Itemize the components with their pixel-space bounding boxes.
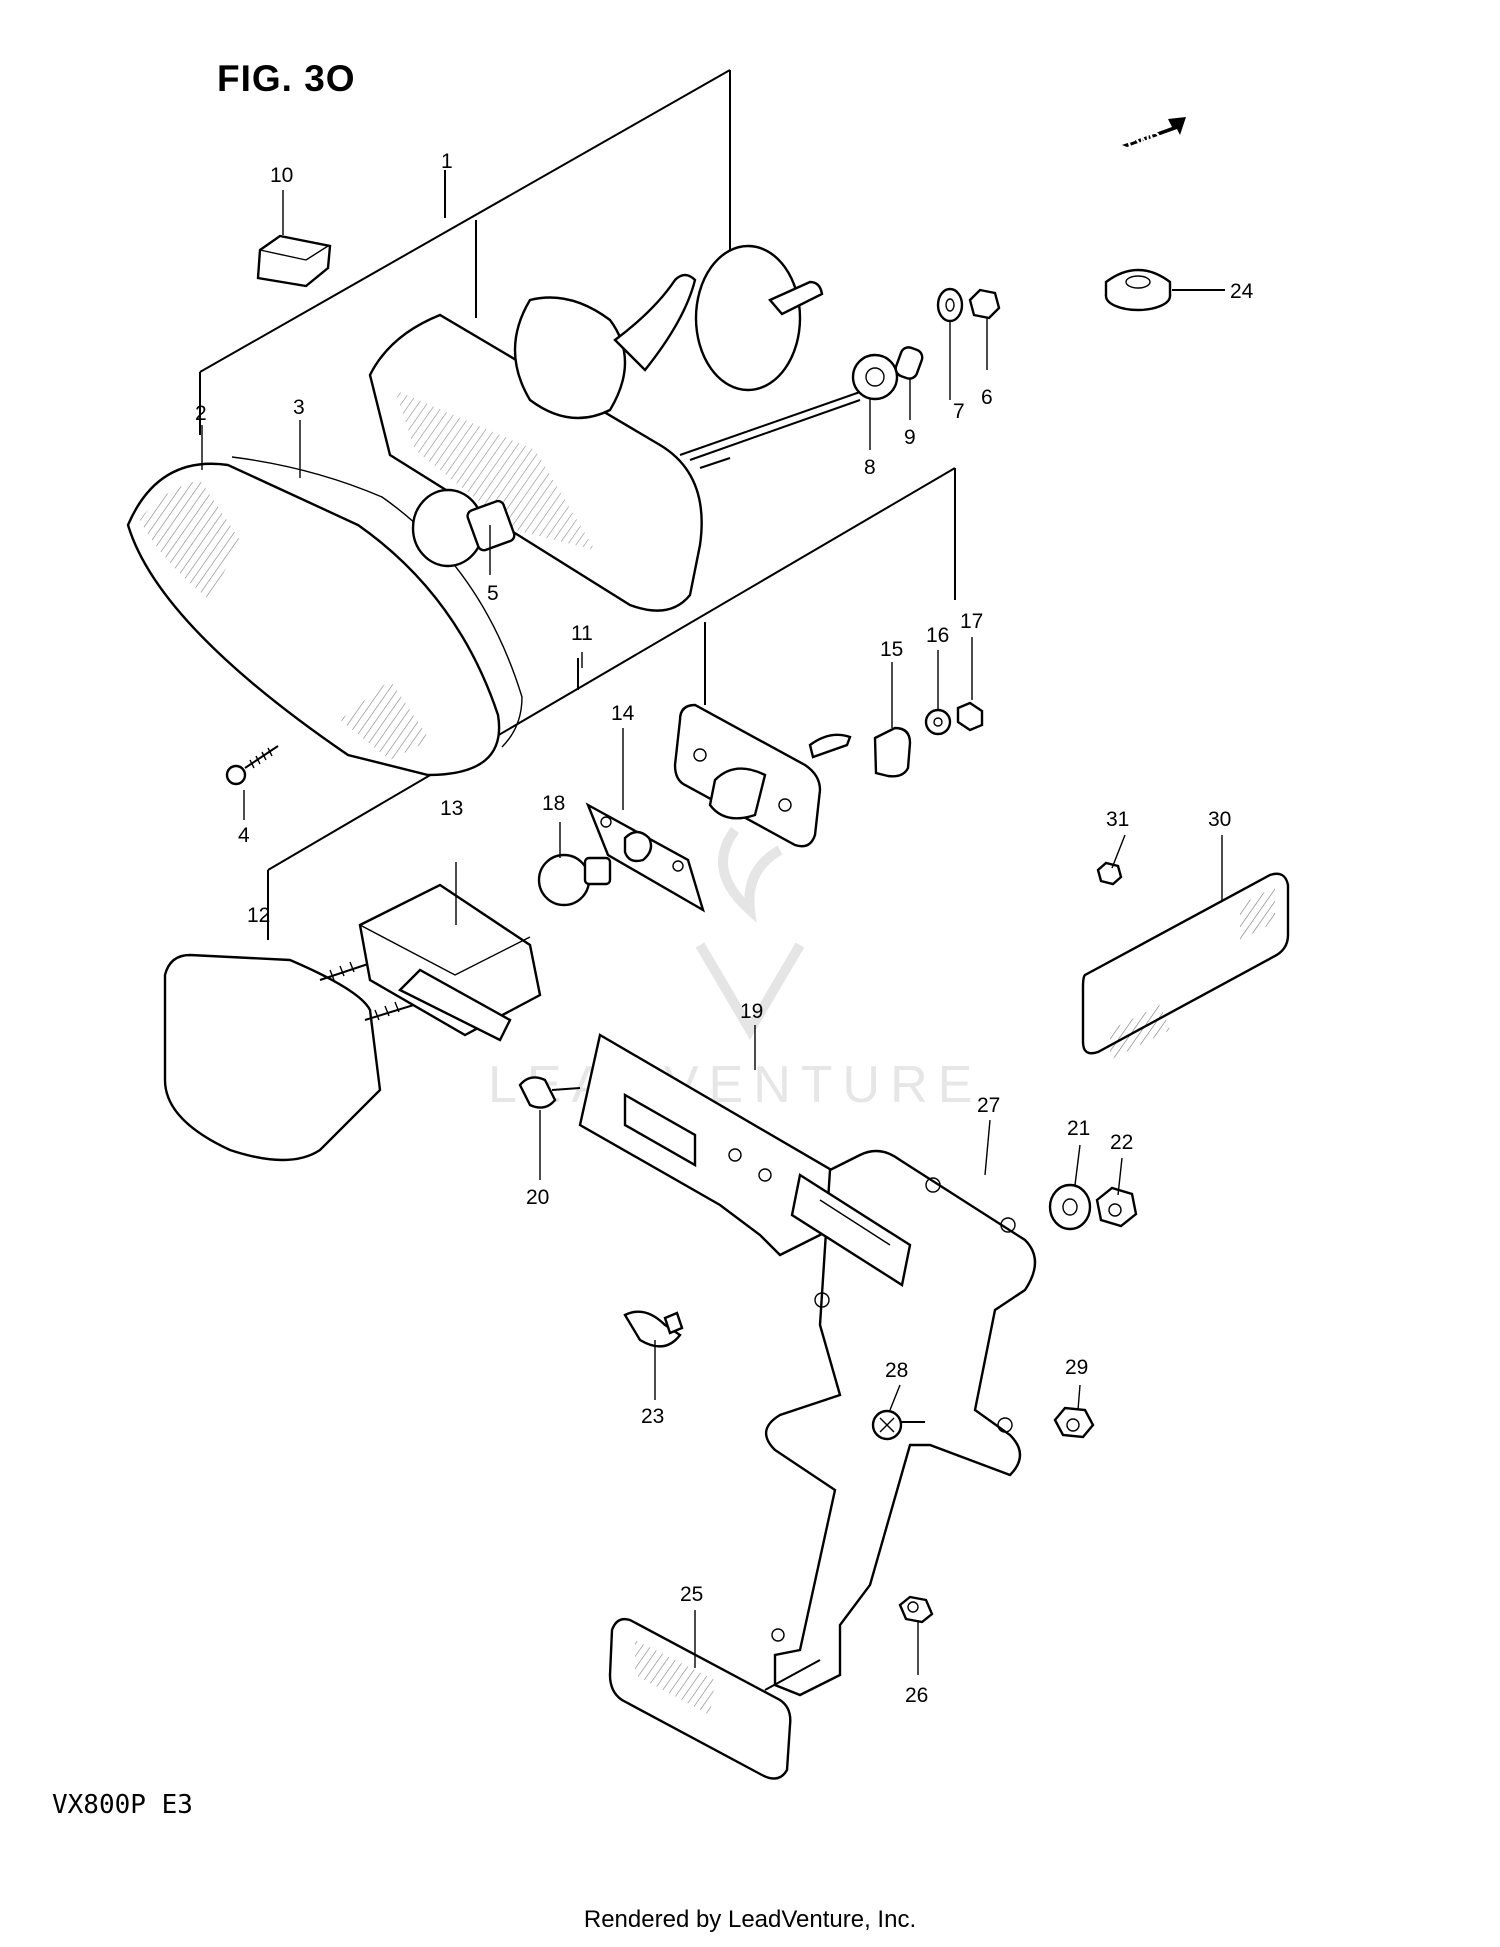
callout-18: 18 (542, 792, 565, 815)
callout-13: 13 (440, 797, 463, 820)
callout-14: 14 (611, 702, 635, 725)
tail-lamp-lens (126, 462, 501, 777)
nut-part-26 (898, 1595, 934, 1624)
callout-8: 8 (864, 456, 876, 479)
callout-10: 10 (270, 164, 293, 187)
watermark-logo (695, 827, 805, 1040)
small-block-part (256, 234, 332, 288)
callout-28: 28 (885, 1359, 908, 1382)
nut-part-17 (956, 701, 984, 732)
side-reflector-30 (1081, 872, 1290, 1060)
bolt-part-20 (518, 1076, 581, 1109)
license-lamp-bulb (537, 853, 612, 907)
callout-3: 3 (293, 396, 305, 419)
callout-15: 15 (880, 638, 903, 661)
callout-5: 5 (487, 582, 499, 605)
washer-part (936, 287, 964, 323)
lamp-gasket-plate (585, 802, 706, 913)
callout-19: 19 (740, 1000, 763, 1023)
callout-1: 1 (441, 150, 453, 173)
forward-arrow-icon: FWD (1122, 117, 1186, 156)
callout-22: 22 (1110, 1131, 1133, 1154)
callout-9: 9 (904, 426, 916, 449)
figure-title: FIG. 3O (217, 58, 356, 99)
nut-part-29 (1053, 1406, 1095, 1439)
callout-17: 17 (960, 610, 983, 633)
callout-2: 2 (195, 402, 207, 425)
nut-part-6 (968, 288, 1001, 320)
callout-16: 16 (926, 624, 949, 647)
svg-text:FWD: FWD (1126, 128, 1164, 156)
callout-20: 20 (526, 1186, 549, 1209)
watermark-text: LEADVENTURE (488, 1056, 983, 1114)
callout-27: 27 (977, 1094, 1000, 1117)
tail-lamp-housing (368, 244, 861, 612)
callout-23: 23 (641, 1405, 664, 1428)
turn-signal-bracket (358, 883, 542, 1042)
rubber-grommet (1104, 268, 1225, 312)
bolt-part-28 (871, 1409, 925, 1441)
lamp-spacer (873, 726, 912, 778)
tail-lamp-bulb (411, 488, 516, 568)
callout-26: 26 (905, 1684, 928, 1707)
callout-30: 30 (1208, 808, 1231, 831)
guide-lines-assembly-11 (267, 467, 956, 940)
callout-6: 6 (981, 386, 993, 409)
rear-reflector-25 (608, 1617, 821, 1780)
callout-7: 7 (953, 400, 965, 423)
model-code: VX800P E3 (52, 1790, 193, 1820)
turn-signal-lamp (163, 953, 431, 1162)
callout-11: 11 (571, 622, 593, 645)
callout-4: 4 (238, 824, 250, 847)
clip-part-23 (623, 1310, 684, 1348)
washer-part-21 (1048, 1183, 1092, 1231)
grommet-part (851, 353, 899, 401)
nut-part-22 (1095, 1186, 1138, 1228)
callout-12: 12 (247, 904, 270, 927)
callout-25: 25 (680, 1583, 703, 1606)
license-lamp-housing (673, 703, 852, 848)
callout-24: 24 (1230, 280, 1254, 303)
collar-part (894, 346, 924, 380)
nut-part-31 (1096, 861, 1123, 886)
callout-21: 21 (1067, 1117, 1090, 1140)
render-credit: Rendered by LeadVenture, Inc. (583, 1906, 917, 1933)
washer-part-16 (924, 708, 952, 736)
guide-lines-assembly-1 (199, 69, 731, 435)
callout-labels: 1 2 3 4 5 6 7 8 9 10 11 12 13 14 15 16 1… (195, 150, 1254, 1707)
callout-31: 31 (1106, 808, 1129, 831)
callout-29: 29 (1065, 1356, 1088, 1379)
screw-part (225, 745, 279, 786)
leader-lines (201, 190, 1223, 1675)
